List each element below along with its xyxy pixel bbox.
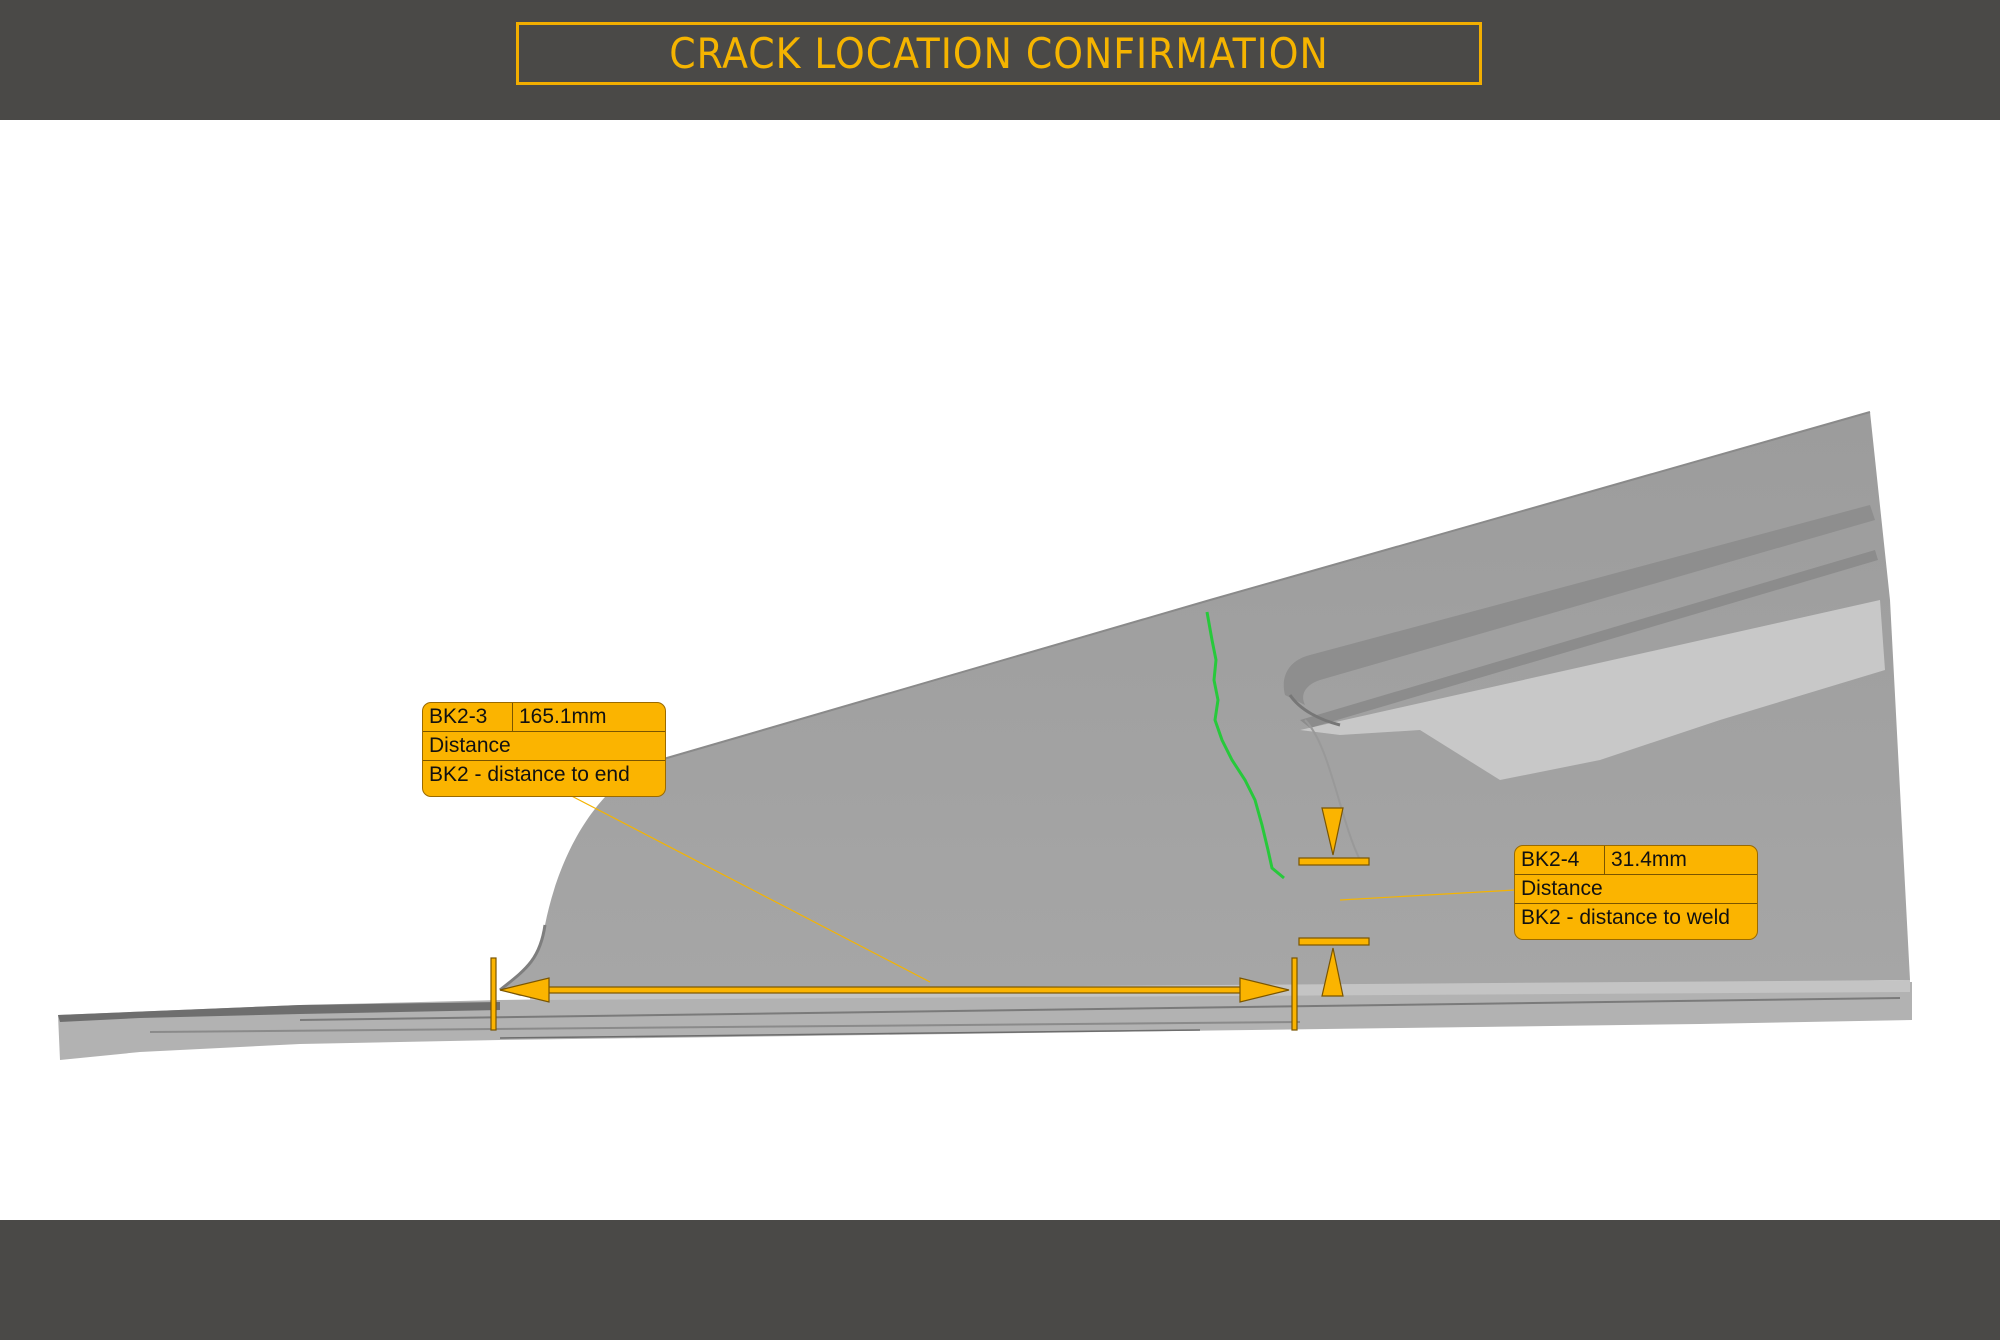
- dimension-bk2-3[interactable]: [490, 957, 1298, 1031]
- base-plate-shadow: [58, 1002, 500, 1022]
- dimension-bk2-4-bottom-tick: [1298, 937, 1370, 946]
- page-title: CRACK LOCATION CONFIRMATION: [516, 22, 1482, 85]
- dimension-bk2-4-arrow-bottom: [1321, 947, 1344, 997]
- dimension-bk2-3-arrow-left: [499, 977, 550, 1003]
- callout-bk2-4-description: BK2 - distance to weld: [1515, 903, 1757, 932]
- crack-line: [1205, 611, 1285, 880]
- dimension-bk2-4-top-tick: [1298, 857, 1370, 866]
- footer-bar: [0, 1220, 2000, 1340]
- header-bar: CRACK LOCATION CONFIRMATION: [0, 0, 2000, 120]
- scan-model: [58, 411, 1912, 1060]
- callout-bk2-4-value: 31.4mm: [1611, 848, 1687, 871]
- base-plate: [58, 982, 1912, 1060]
- dimension-bk2-3-start-tick: [490, 957, 497, 1031]
- dimension-bk2-4-arrow-top: [1321, 807, 1344, 856]
- callout-bk2-3-value: 165.1mm: [519, 705, 607, 728]
- slot-ridge: [1283, 505, 1875, 705]
- 3d-scan-viewport[interactable]: BK2-3 165.1mm Distance BK2 - distance to…: [0, 120, 2000, 1220]
- callout-bk2-3-id: BK2-3: [423, 703, 513, 731]
- callout-bk2-3-type: Distance: [423, 731, 665, 760]
- callout-bk2-3-description: BK2 - distance to end: [423, 760, 665, 789]
- dimension-bk2-3-end-tick: [1291, 957, 1298, 1031]
- callout-bk2-4-id: BK2-4: [1515, 846, 1605, 874]
- dimension-bk2-4[interactable]: [1298, 807, 1370, 997]
- callout-bk2-3[interactable]: BK2-3 165.1mm Distance BK2 - distance to…: [422, 702, 666, 797]
- slot-light-area: [1300, 600, 1885, 780]
- dimension-bk2-3-line: [547, 986, 1245, 994]
- callout-bk2-3-header: BK2-3 165.1mm: [423, 703, 665, 731]
- callout-bk2-4-header: BK2-4 31.4mm: [1515, 846, 1757, 874]
- leader-line-bk2-4: [1339, 889, 1516, 901]
- dimension-bk2-3-arrow-right: [1239, 977, 1290, 1003]
- callout-bk2-4[interactable]: BK2-4 31.4mm Distance BK2 - distance to …: [1514, 845, 1758, 940]
- leader-line-bk2-3: [559, 789, 931, 983]
- callout-bk2-4-type: Distance: [1515, 874, 1757, 903]
